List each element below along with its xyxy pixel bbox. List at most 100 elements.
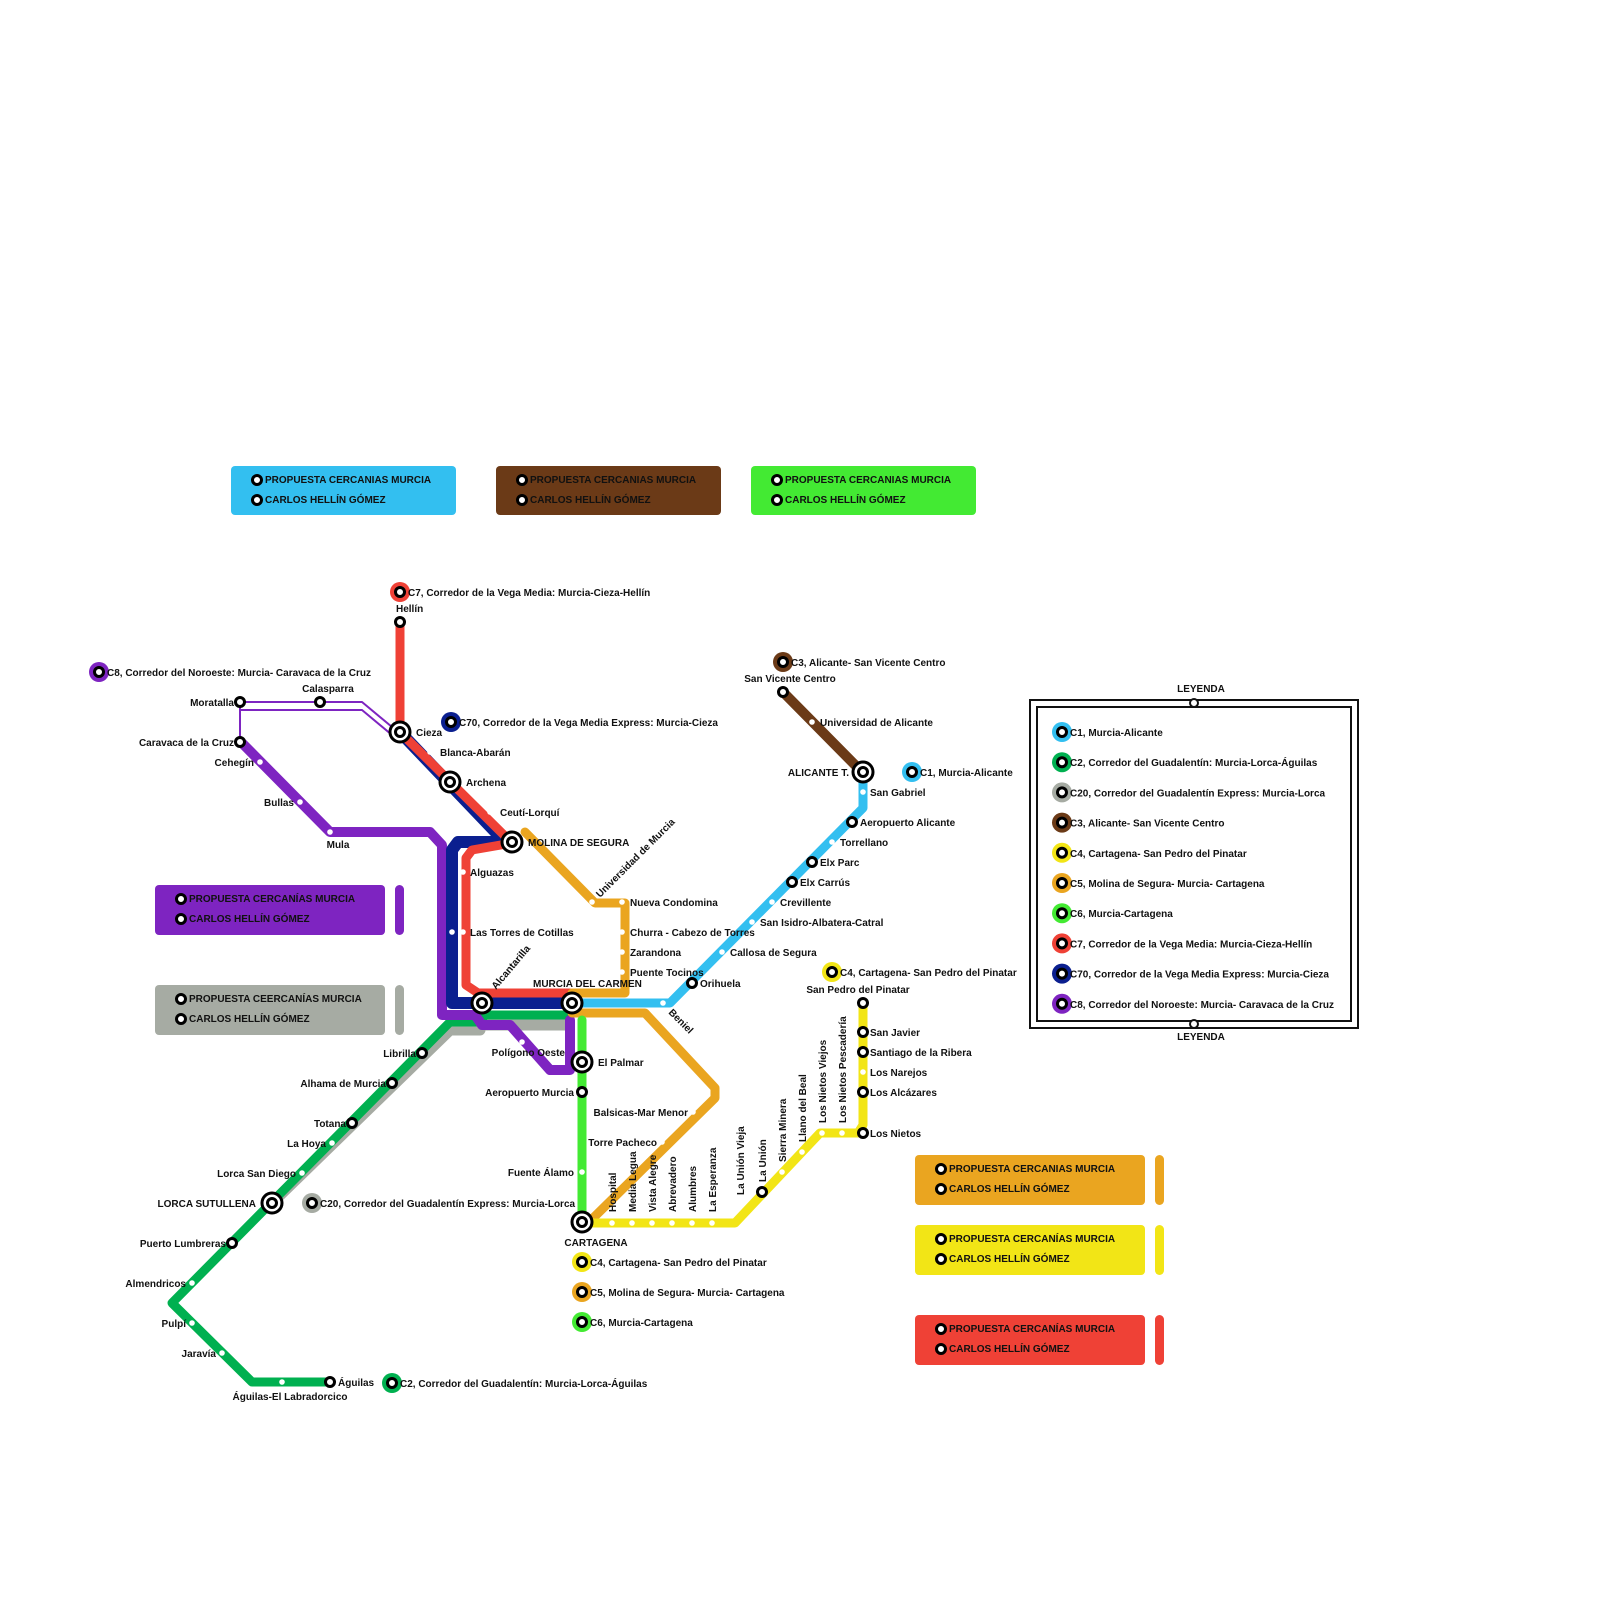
station-aguilas[interactable] <box>324 1376 336 1388</box>
stop-icon <box>629 1220 635 1226</box>
station-san-pedro[interactable] <box>857 997 869 1009</box>
station-murcia[interactable] <box>560 991 584 1015</box>
station-los-narejos[interactable] <box>860 1069 866 1075</box>
station-los-nietos[interactable] <box>857 1127 869 1139</box>
station-san-vicente[interactable] <box>777 686 789 698</box>
stop-icon <box>460 869 466 875</box>
station-archena[interactable] <box>438 770 462 794</box>
station-alguazas[interactable] <box>460 869 466 875</box>
station-la-union[interactable] <box>756 1186 768 1198</box>
station-churra[interactable] <box>619 929 625 935</box>
line-title: C1, Murcia-Alicante <box>920 768 1013 779</box>
station-alumbres[interactable] <box>689 1220 695 1226</box>
station-los-alcazares[interactable] <box>857 1086 869 1098</box>
station-aeropuerto-murcia[interactable] <box>576 1086 588 1098</box>
station-poligono[interactable] <box>519 1039 525 1045</box>
station-nietos-viejos[interactable] <box>819 1130 825 1136</box>
line-badge-c5[interactable] <box>572 1282 592 1302</box>
line-c8[interactable] <box>235 736 575 1075</box>
station-lorca-sutullena[interactable] <box>260 1191 284 1215</box>
station-elx-parc[interactable] <box>806 856 818 868</box>
station-torrellano[interactable] <box>829 839 835 845</box>
station-llano-beal[interactable] <box>799 1149 805 1155</box>
station-fuente-alamo[interactable] <box>579 1169 585 1175</box>
station-nietos-pescaderia[interactable] <box>839 1130 845 1136</box>
station-san-gabriel[interactable] <box>860 789 866 795</box>
station-santiago-ribera[interactable] <box>857 1046 869 1058</box>
line-badge-c4[interactable] <box>572 1252 592 1272</box>
station-molina[interactable] <box>500 830 524 854</box>
line-badge-c7[interactable] <box>390 582 410 602</box>
station-aeropuerto-alicante[interactable] <box>846 816 858 828</box>
station-ceuti[interactable] <box>487 809 493 815</box>
station-pulpi[interactable] <box>189 1320 195 1326</box>
station-callosa[interactable] <box>719 949 725 955</box>
stop-icon <box>519 1039 525 1045</box>
station-san-isidro[interactable] <box>749 919 755 925</box>
station-torre-pacheco[interactable] <box>659 1139 665 1145</box>
station-caravaca[interactable] <box>234 736 246 748</box>
station-aguilas-labradorcico[interactable] <box>279 1379 285 1385</box>
station-alicante[interactable] <box>851 760 875 784</box>
line-badge-c8[interactable] <box>89 662 109 682</box>
station-blanca[interactable] <box>427 749 433 755</box>
station-univ-alicante[interactable] <box>809 719 815 725</box>
station-la-hoya[interactable] <box>329 1140 335 1146</box>
station-balsicas[interactable] <box>690 1109 696 1115</box>
station-almendricos[interactable] <box>189 1280 195 1286</box>
station-cieza[interactable] <box>388 720 412 744</box>
line-badge-c4[interactable] <box>822 962 842 982</box>
station-cehegin[interactable] <box>257 759 263 765</box>
station-el-palmar[interactable] <box>570 1050 594 1074</box>
line-c2[interactable] <box>167 1010 575 1387</box>
station-nueva-condomina[interactable] <box>619 899 625 905</box>
station-moratalla[interactable] <box>234 696 246 708</box>
line-badge-c70[interactable] <box>441 712 461 732</box>
line-badge-c20[interactable] <box>302 1193 322 1213</box>
station-totana[interactable] <box>346 1117 358 1129</box>
station-la-esperanza[interactable] <box>709 1220 715 1226</box>
station-librilla[interactable] <box>416 1047 428 1059</box>
station-vista-alegre[interactable] <box>649 1220 655 1226</box>
station-beniel[interactable] <box>660 1000 666 1006</box>
line-badge-c2[interactable] <box>382 1373 402 1393</box>
station-jaravia[interactable] <box>219 1350 225 1356</box>
station-puerto-lumbreras[interactable] <box>226 1237 238 1249</box>
line-badge-c6[interactable] <box>572 1312 592 1332</box>
card-line2: CARLOS HELLÍN GÓMEZ <box>785 494 906 506</box>
station-icon <box>777 686 789 698</box>
station-cartagena[interactable] <box>570 1210 594 1234</box>
line-c3[interactable] <box>778 687 865 775</box>
line-badge-c1[interactable] <box>902 762 922 782</box>
line-c7[interactable] <box>395 617 575 998</box>
station-label: Lorca San Diego <box>217 1169 296 1180</box>
station-alhama[interactable] <box>386 1077 398 1089</box>
station-alcantarilla[interactable] <box>470 991 494 1015</box>
station-elx-carrus[interactable] <box>786 876 798 888</box>
station-mula[interactable] <box>327 829 333 835</box>
station-hellin[interactable] <box>394 616 406 628</box>
station-univ-murcia[interactable] <box>589 899 595 905</box>
station-lorca-san-diego[interactable] <box>299 1170 305 1176</box>
station-calasparra[interactable] <box>314 696 326 708</box>
station-zarandona[interactable] <box>619 949 625 955</box>
line-title: C8, Corredor del Noroeste: Murcia- Carav… <box>107 668 371 679</box>
legend-item-c8: C8, Corredor del Noroeste: Murcia- Carav… <box>1052 993 1334 1014</box>
station-hospital[interactable] <box>609 1220 615 1226</box>
station-bullas[interactable] <box>297 799 303 805</box>
station-label: Las Torres de Cotillas <box>470 928 574 939</box>
station-puente-tocinos[interactable] <box>619 969 625 975</box>
station-media-legua[interactable] <box>629 1220 635 1226</box>
legend-item-c2: C2, Corredor del Guadalentín: Murcia-Lor… <box>1052 752 1318 773</box>
station-orihuela[interactable] <box>686 977 698 989</box>
station-crevillente[interactable] <box>769 899 775 905</box>
station-abrevadero[interactable] <box>669 1220 675 1226</box>
station-sierra-minera[interactable] <box>779 1169 785 1175</box>
stop-icon <box>659 1139 665 1145</box>
line-c5[interactable] <box>520 827 720 1233</box>
station-san-javier[interactable] <box>857 1026 869 1038</box>
stop-icon <box>769 899 775 905</box>
station-torres[interactable] <box>460 929 466 935</box>
line-badge-c3[interactable] <box>773 652 793 672</box>
station-la-union-vieja[interactable] <box>737 1200 743 1206</box>
